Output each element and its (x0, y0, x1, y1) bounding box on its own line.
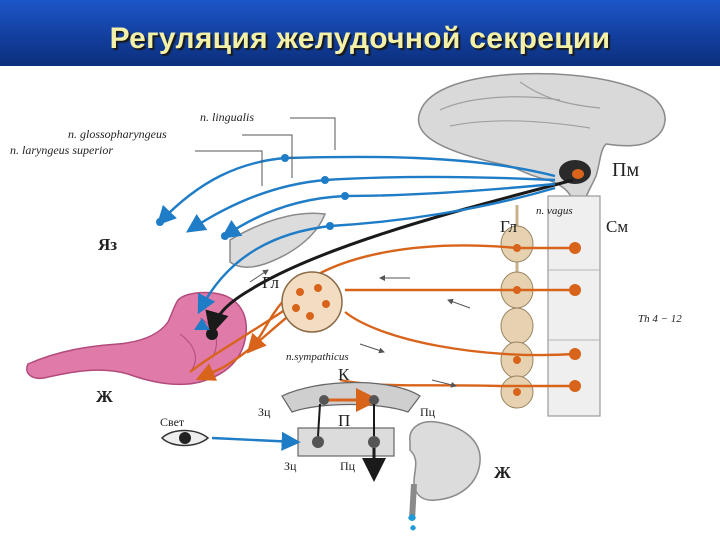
label-gl-chain: Гл (500, 217, 518, 236)
eye-icon (162, 431, 208, 446)
celiac-ganglion (282, 272, 342, 332)
label-n-lingualis: n. lingualis (200, 110, 254, 124)
slide-title: Регуляция желудочной секреции (0, 22, 720, 56)
label-zh-left: Ж (96, 387, 113, 406)
label-th: Th 4 − 12 (638, 313, 682, 325)
label-sm: См (606, 217, 628, 236)
gastric-secretion-diagram: n. lingualis n. glossopharyngeus n. lary… (0, 66, 720, 540)
label-n-laryngeus-superior: n. laryngeus superior (10, 143, 113, 157)
label-n-vagus: n. vagus (536, 205, 573, 217)
secretion-drops-icon (408, 514, 416, 531)
cortex-block-k (282, 383, 420, 413)
label-pc-bottom: Пц (340, 459, 356, 473)
label-pm: Пм (612, 159, 639, 181)
stomach-right-shape (410, 422, 480, 501)
label-p: П (338, 411, 350, 430)
label-gl-ganglion: Гл (262, 273, 280, 292)
label-k: К (338, 365, 350, 384)
label-zh-right: Ж (494, 463, 511, 482)
label-pc-top: Пц (420, 405, 436, 419)
label-svet: Свет (160, 415, 185, 429)
label-n-sympathicus: n.sympathicus (286, 351, 349, 363)
label-zc-top: Зц (258, 405, 271, 419)
label-zc-bottom: Зц (284, 459, 297, 473)
title-bar: Регуляция желудочной секреции (0, 0, 720, 66)
label-n-glossopharyngeus: n. glossopharyngeus (68, 127, 167, 141)
label-yaz: Яз (98, 235, 117, 254)
